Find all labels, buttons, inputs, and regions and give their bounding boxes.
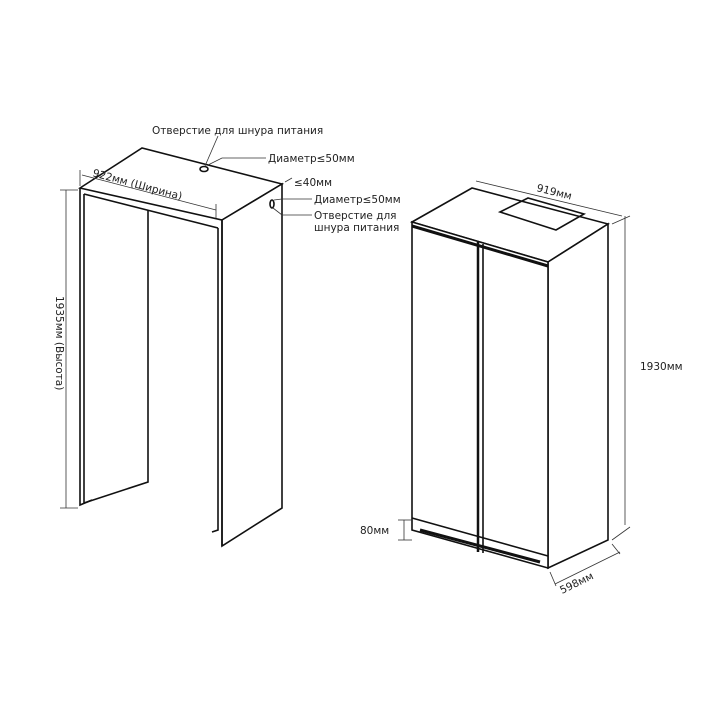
cabinet-height-label: 1935мм (Высота) [53, 296, 65, 390]
fridge-drawing: 919мм 1930мм 598мм 80мм [360, 180, 683, 597]
cord-hole-top-label: Отверстие для шнура питания [152, 125, 323, 137]
gap-label: ≤40мм [294, 177, 332, 189]
cord-hole-side [269, 199, 275, 209]
diameter-top-label: Диаметр≤50мм [268, 153, 355, 165]
cabinet-drawing: Отверстие для шнура питания Диаметр≤50мм… [53, 125, 401, 548]
fridge-base-label: 80мм [360, 525, 389, 537]
fridge-depth-label: 598мм [558, 570, 596, 597]
cord-hole-side-label-2: шнура питания [314, 222, 399, 234]
fridge-front [411, 220, 549, 570]
fridge-top-panel [497, 197, 587, 231]
diameter-side-label: Диаметр≤50мм [314, 194, 401, 206]
cord-hole-side-label-1: Отверстие для [314, 210, 397, 222]
fridge-side [547, 222, 609, 570]
cabinet-left-edge [79, 188, 93, 507]
cord-hole-top [199, 165, 209, 173]
cabinet-side [221, 182, 283, 548]
fridge-height-label: 1930мм [640, 361, 683, 373]
